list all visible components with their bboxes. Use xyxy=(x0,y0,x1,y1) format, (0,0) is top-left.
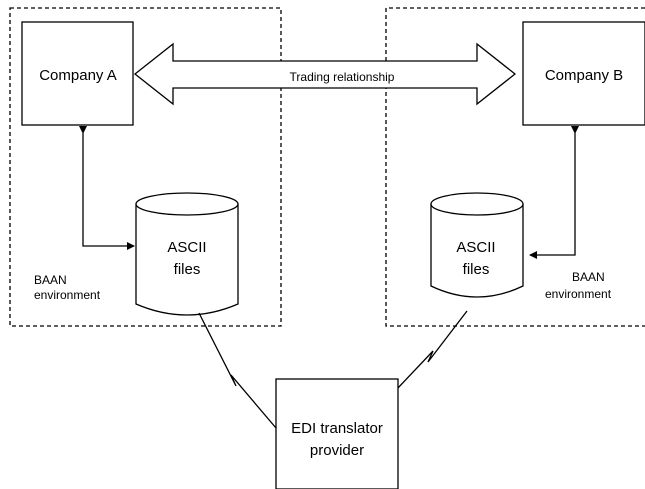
company-a-box xyxy=(21,21,134,126)
baan-environment-right-boundary xyxy=(385,7,645,327)
edi-translator-box xyxy=(275,378,399,489)
ascii-files-left-line1: ASCII xyxy=(167,239,206,256)
edi-translator-line2: provider xyxy=(310,442,364,459)
company-b-to-ascii-connector xyxy=(529,126,579,259)
ascii-files-right-line2: files xyxy=(463,261,490,278)
company-b-box xyxy=(522,21,645,126)
company-b-label: Company B xyxy=(545,67,623,84)
edi-translator-line1: EDI translator xyxy=(291,420,383,437)
ascii-files-right-line1: ASCII xyxy=(456,239,495,256)
baan-environment-left-boundary xyxy=(9,7,282,327)
baan-environment-right-line1: BAAN xyxy=(572,270,605,284)
baan-environment-left-line1: BAAN xyxy=(34,273,67,287)
trading-relationship-label: Trading relationship xyxy=(290,70,395,84)
ascii-files-left-cylinder xyxy=(135,192,239,316)
baan-environment-left-line2: environment xyxy=(34,288,101,302)
edi-link-left xyxy=(198,312,277,429)
edi-link-right xyxy=(396,310,468,390)
trading-relationship-arrow xyxy=(133,42,517,106)
company-a-label: Company A xyxy=(39,67,117,84)
company-a-to-ascii-connector xyxy=(79,126,135,250)
ascii-files-left-line2: files xyxy=(174,261,201,278)
ascii-files-right-cylinder xyxy=(430,192,524,298)
baan-environment-right-line2: environment xyxy=(545,287,612,301)
